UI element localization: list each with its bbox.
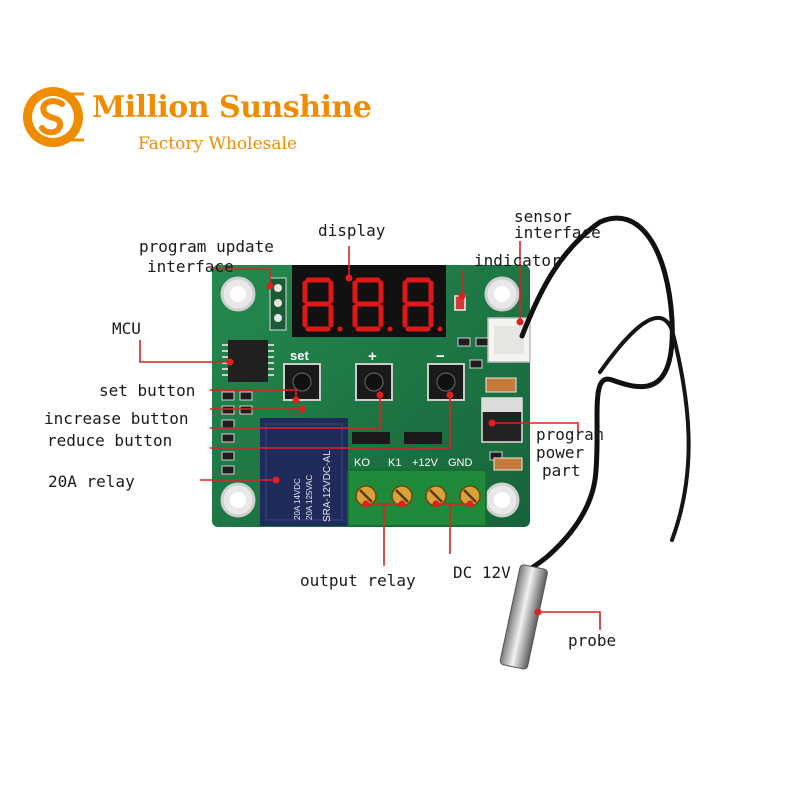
label-sensor-interface-line1: sensor — [514, 207, 572, 226]
relay-rating-1: 20A 14VDC — [293, 478, 302, 520]
leader-dots — [226, 274, 542, 616]
silk-plus: + — [368, 348, 377, 365]
smd-capacitors — [485, 377, 523, 471]
diodes — [352, 432, 442, 444]
label-dc-12v: DC 12V — [453, 563, 511, 582]
label-program-update-line2: interface — [147, 257, 234, 276]
relay-rating-2: 20A 125VAC — [305, 475, 314, 520]
label-set-button: set button — [99, 381, 196, 400]
power-regulator — [481, 397, 523, 443]
silk-set: set — [290, 348, 309, 363]
label-probe: probe — [568, 631, 617, 650]
probe — [499, 564, 548, 670]
sensor-connector — [487, 317, 531, 363]
mounting-holes — [220, 276, 520, 518]
leader-lines — [139, 241, 601, 630]
tactile-buttons — [283, 363, 465, 401]
label-increase-button: increase button — [44, 409, 189, 428]
silk-minus: − — [436, 348, 445, 365]
terminal-label-12v: +12V — [412, 457, 439, 469]
terminal-block — [347, 469, 487, 527]
label-program-power-line1: program — [536, 425, 604, 444]
label-20a-relay: 20A relay — [48, 472, 135, 491]
relay-model-text: SRA-12VDC-AL — [322, 450, 333, 522]
probe-cable — [519, 215, 675, 577]
label-reduce-button: reduce button — [47, 431, 173, 450]
terminal-label-ko: KO — [354, 457, 370, 469]
terminal-label-k1: K1 — [388, 457, 401, 469]
label-indicator: indicator — [474, 251, 561, 270]
smd-components — [221, 337, 503, 475]
brand-tagline: Factory Wholesale — [138, 134, 298, 154]
seven-segment-display — [292, 265, 446, 337]
brand-name: Million Sunshine — [92, 90, 372, 125]
relay-20a — [260, 418, 348, 526]
label-mcu: MCU — [112, 319, 141, 338]
mcu-chip — [222, 340, 274, 382]
label-output-relay: output relay — [300, 571, 416, 590]
label-sensor-interface-line2: interface — [514, 223, 601, 242]
brand-logo-icon — [23, 87, 84, 147]
label-program-power-line3: part — [542, 461, 581, 480]
label-program-update-line1: program update — [139, 237, 274, 256]
program-header — [269, 277, 287, 331]
terminal-label-gnd: GND — [448, 457, 473, 469]
label-program-power-line2: power — [536, 443, 585, 462]
label-display: display — [318, 221, 386, 240]
